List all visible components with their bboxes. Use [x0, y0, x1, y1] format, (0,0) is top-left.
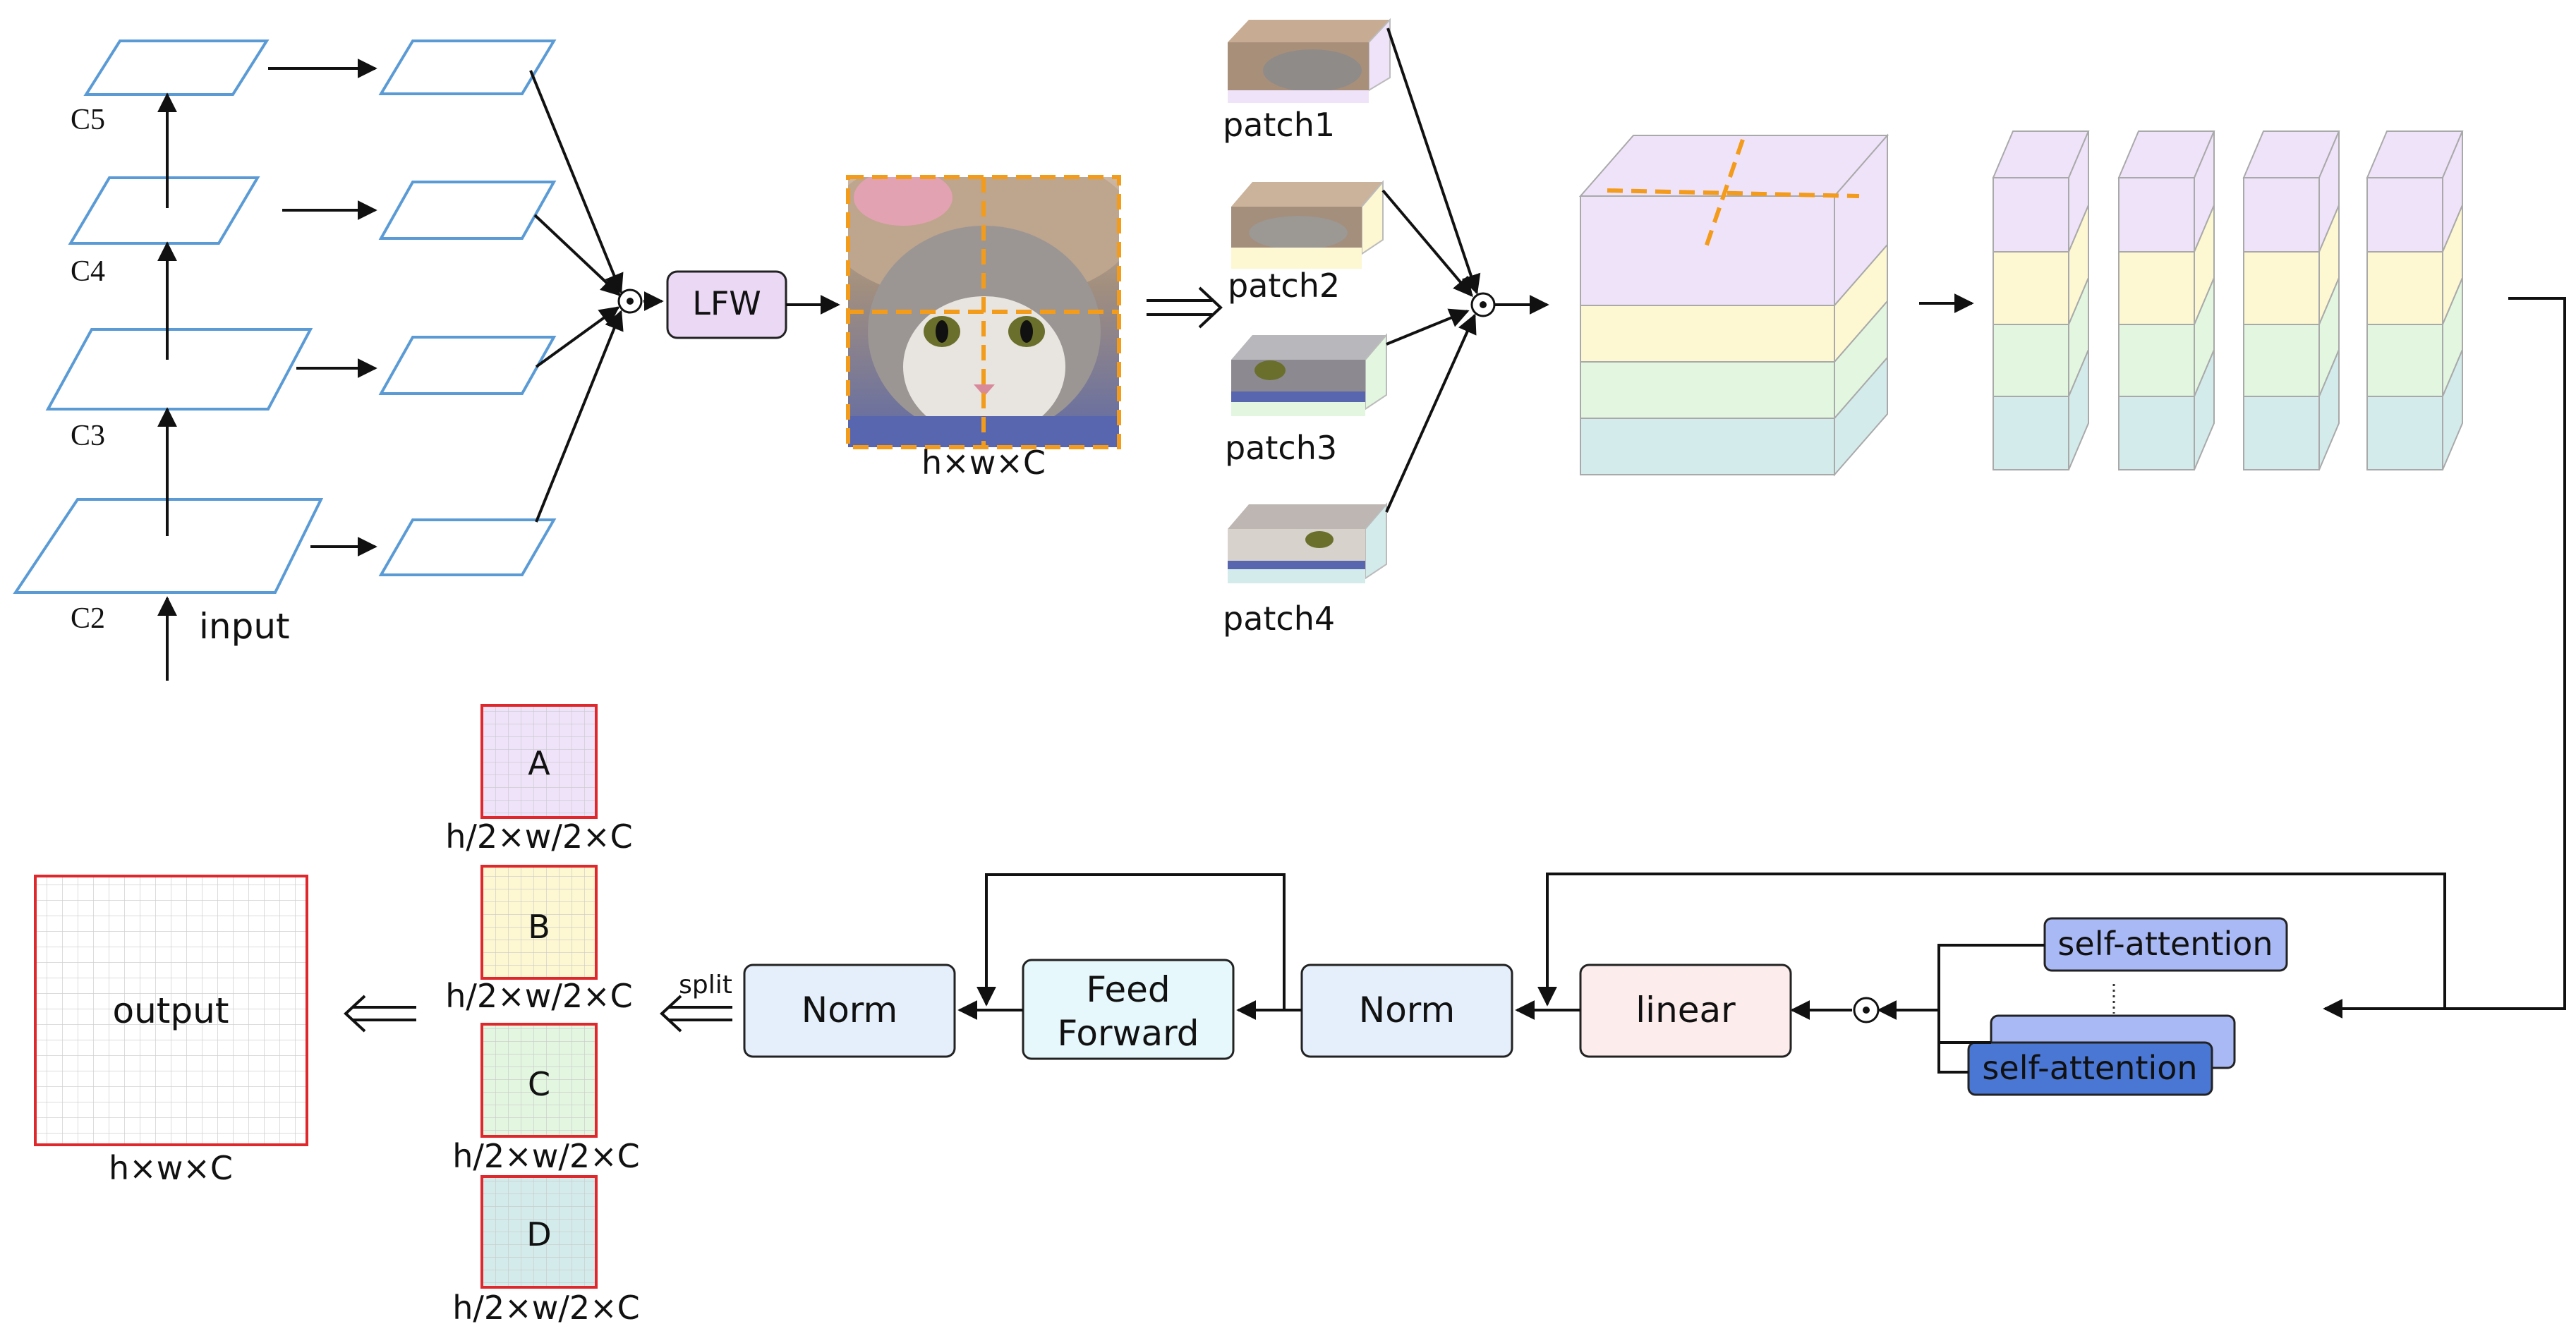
patch-label-2: patch2 — [1228, 267, 1340, 305]
split-block-b-letter: B — [528, 908, 550, 946]
pyramid-plane-c3 — [45, 328, 313, 411]
lateral-plane-c5 — [378, 40, 557, 95]
lateral-plane-c2 — [378, 518, 557, 576]
implies-arrow-output — [344, 995, 416, 1033]
norm-module-right: Norm — [1300, 964, 1513, 1058]
split-block-b: B h/2×w/2×C — [445, 865, 633, 1015]
split-label: split — [679, 971, 732, 999]
norm-label-right: Norm — [1359, 990, 1455, 1031]
lateral-plane-c4 — [378, 181, 557, 240]
token-columns — [1992, 130, 2464, 470]
fusion-operator-1 — [617, 288, 643, 314]
split-block-d-size: h/2×w/2×C — [452, 1289, 640, 1327]
norm-module-left: Norm — [743, 964, 956, 1058]
self-attention-block-front — [1967, 1041, 2213, 1096]
patches: patch1 patch2 patch3 patch4 — [1223, 18, 1391, 638]
token-column-1 — [1992, 130, 2090, 470]
level-label-c3: C3 — [71, 420, 105, 452]
level-label-c5: C5 — [71, 104, 105, 136]
patch-1 — [1228, 18, 1391, 103]
token-column-4 — [2366, 130, 2464, 470]
pyramid-plane-c5 — [83, 40, 270, 96]
split-arrow — [660, 995, 732, 1033]
input-label: input — [199, 606, 290, 647]
pyramid-plane-c2 — [13, 498, 324, 594]
patch-label-1: patch1 — [1223, 106, 1335, 144]
level-label-c4: C4 — [71, 255, 105, 288]
stacked-feature-cube — [1578, 133, 1889, 477]
cat-image-dashed-grid — [846, 175, 1121, 449]
lfw-label: LFW — [692, 284, 761, 322]
split-block-c-letter: C — [528, 1065, 550, 1103]
pyramid-plane-c4 — [68, 176, 260, 245]
patch-2 — [1231, 180, 1384, 269]
pyramid-arrows — [157, 59, 664, 681]
cat-image — [848, 177, 1119, 447]
attention-merge-lines — [1790, 944, 2045, 1074]
feed-forward-label-line1: Feed — [1086, 969, 1170, 1010]
lateral-plane-c3 — [378, 336, 557, 395]
split-block-a: A h/2×w/2×C — [445, 704, 633, 856]
linear-label: linear — [1635, 990, 1736, 1031]
output-map: output h×w×C — [34, 875, 308, 1187]
output-label: output — [113, 990, 229, 1031]
split-block-c-size: h/2×w/2×C — [452, 1137, 640, 1175]
patch-3 — [1231, 333, 1387, 416]
linear-module: linear — [1579, 964, 1792, 1058]
split-block-c: C h/2×w/2×C — [452, 1023, 640, 1175]
patch-label-4: patch4 — [1223, 600, 1335, 638]
fusion-operator-3 — [1853, 997, 1880, 1023]
pyramid-level-labels: C5 C4 C3 C2 input — [71, 104, 290, 647]
split-block-a-letter: A — [528, 744, 550, 782]
self-attention-label-bottom: self-attention — [1982, 1049, 2197, 1087]
image-size-label: h×w×C — [921, 444, 1046, 482]
split-blocks: A h/2×w/2×C B h/2×w/2×C C h/2×w/2×C D h/… — [445, 704, 640, 1327]
patch-arrows — [1381, 28, 1549, 513]
ffn-residual-connection — [976, 873, 1286, 1010]
feed-forward-module: Feed Forward — [1022, 959, 1235, 1060]
norm-label-left: Norm — [802, 990, 897, 1031]
output-size-label: h×w×C — [109, 1149, 233, 1187]
split-block-a-size: h/2×w/2×C — [445, 818, 633, 856]
level-label-c2: C2 — [71, 602, 105, 635]
split-block-d-letter: D — [526, 1215, 551, 1253]
cube-dashed-split — [1607, 139, 1860, 248]
fusion-operator-2 — [1470, 292, 1496, 317]
split-block-b-size: h/2×w/2×C — [445, 977, 633, 1015]
feature-pyramid — [13, 40, 557, 594]
feed-forward-label-line2: Forward — [1057, 1013, 1199, 1054]
self-attention-label-top: self-attention — [2057, 925, 2273, 963]
implies-arrow-1 — [1147, 286, 1223, 329]
token-column-3 — [2242, 130, 2340, 470]
lfw-module: LFW — [666, 270, 787, 339]
token-column-2 — [2117, 130, 2215, 470]
flow-connector-right — [1537, 297, 2566, 1019]
patch-label-3: patch3 — [1225, 429, 1337, 467]
patch-4 — [1228, 502, 1387, 583]
split-block-d: D h/2×w/2×C — [452, 1175, 640, 1327]
